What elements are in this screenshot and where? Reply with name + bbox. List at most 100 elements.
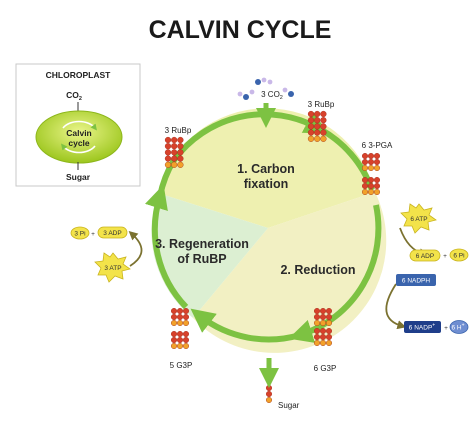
molecule-dot [314,340,321,347]
regen-adp-pill [97,226,128,239]
molecule-dot [320,340,327,347]
molecule-dot [182,314,189,321]
plus-3: + [91,231,95,238]
molecule-dot [176,320,183,327]
molecule-dot [326,320,333,327]
molecule-dot [266,385,273,392]
adp-out-label: 6 ADP [416,253,434,260]
molecule-dot [374,158,381,165]
molecule-dot [177,155,184,162]
ring-arc-reduction [288,204,382,343]
phase-regeneration-line2: of RuBP [177,252,226,266]
molecule-dot [320,129,327,136]
ring-arc-fixation [171,111,329,162]
molecule-dot [182,343,189,350]
co2-molecules-icon [237,77,294,100]
molecule-dot [314,123,321,130]
phase-fixation-line1: 1. Carbon [237,162,295,176]
molecule-dot [164,136,172,144]
rubp-left-label: 3 RuBp [165,126,192,135]
molecule-dot [307,110,315,118]
molecule-dot [326,334,333,341]
h-out-bubble [449,320,469,334]
atp-in-label: 6 ATP [410,216,427,223]
molecule-dot [182,337,189,344]
molecule-dot [266,397,273,404]
adp-out-pill [409,249,441,262]
molecule-dot [177,149,184,156]
molecule-dot [362,176,369,183]
molecule-dot [182,320,189,327]
rubp-top-label: 3 RuBp [308,100,335,109]
molecule-dot [176,331,183,338]
molecule-dot [368,152,375,159]
sugar-out-label: Sugar [278,401,300,410]
molecule-dot [368,164,375,171]
sector-regeneration [151,193,268,318]
molecule-dot [170,343,177,350]
molecule-dot [164,155,172,162]
molecule-dot [171,136,178,144]
rubp-left-stack [164,136,184,168]
molecule-dot [362,152,369,159]
molecule-dot [307,135,315,142]
molecule-dot [314,314,321,321]
regen-adp-label: 3 ADP [103,230,121,237]
inset-co2-label: CO2 [66,90,82,102]
molecule-dot [176,314,183,321]
inset-center-line1: Calvin [66,128,92,138]
molecule-dot [177,136,184,144]
molecule-dot [182,308,189,315]
molecule-dot [326,328,333,335]
nadph-arrow [385,283,407,330]
nadph-in-box [396,274,436,286]
diagram-title: CALVIN CYCLE [149,16,332,44]
molecule-dot [182,331,189,338]
molecule-dot [320,314,327,321]
atp-star-icon [400,203,437,234]
molecule-dot [170,320,177,327]
g3p-left-stack [170,308,189,350]
molecule-dot [170,308,177,315]
molecule-dot [176,343,183,350]
regen-atp-star-icon [94,252,131,283]
regeneration-atp-group: 3 ATP 3 Pi + 3 ADP [70,226,143,283]
molecule-dot [320,123,327,130]
molecule-dot [176,337,183,344]
molecule-dot [314,320,321,327]
rubp-top-stack [307,110,327,142]
regen-atp-arrow [128,230,143,267]
molecule-dot [362,188,369,195]
inset-sugar-label: Sugar [66,172,91,182]
molecule-dot [266,391,273,398]
nadph-in-label: 6 NADPH [402,278,430,285]
molecule-dot [164,161,172,168]
molecule-dot [314,135,321,142]
molecule-dot [314,117,321,124]
molecule-dot [374,176,381,183]
molecule-dot [320,320,327,327]
molecule-dot [314,308,321,315]
regen-atp-label: 3 ATP [104,265,121,272]
molecule-dot [320,308,327,315]
plus-1: + [443,253,447,260]
molecule-dot [320,328,327,335]
molecule-dot [368,176,375,183]
molecule-dot [171,155,178,162]
ring-arc-regeneration [144,184,189,310]
pga-label: 6 3-PGA [362,141,393,150]
molecule-dot [164,143,172,150]
molecule-dot [326,340,333,347]
h-out-label: 6 H+ [451,323,464,332]
molecule-dot [368,188,375,195]
molecule-dot [176,308,183,315]
molecule-dot [320,110,327,118]
phase-fixation-line2: fixation [244,177,288,191]
inset-center-line2: cycle [68,138,90,148]
pi-out-label: 6 Pi [453,253,464,260]
chloroplast-shape [35,110,123,164]
molecule-dot [368,158,375,165]
molecule-dot [362,182,369,189]
molecule-dot [326,314,333,321]
molecule-dot [320,117,327,124]
